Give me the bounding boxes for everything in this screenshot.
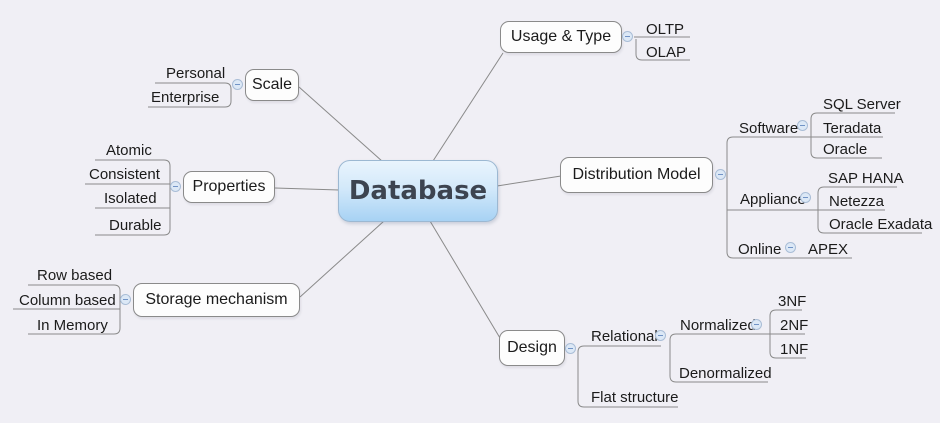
node-atomic[interactable]: Atomic (106, 142, 152, 159)
node-usage-and-type[interactable]: Usage & Type (500, 21, 622, 53)
collapse-icon[interactable] (797, 120, 808, 131)
collapse-icon[interactable] (170, 181, 181, 192)
node-column-based[interactable]: Column based (19, 292, 116, 309)
node-scale[interactable]: Scale (245, 69, 299, 101)
node-personal[interactable]: Personal (166, 65, 226, 82)
node-enterprise[interactable]: Enterprise (151, 89, 220, 106)
minus-glyph (718, 174, 723, 175)
collapse-icon[interactable] (800, 192, 811, 203)
collapse-icon[interactable] (715, 169, 726, 180)
root-node[interactable]: Database (338, 160, 498, 222)
node-software[interactable]: Software (739, 120, 799, 137)
node-appliance[interactable]: Appliance (740, 191, 806, 208)
node-1nf[interactable]: 1NF (780, 341, 809, 358)
minus-glyph (173, 186, 178, 187)
collapse-icon[interactable] (565, 343, 576, 354)
collapse-icon[interactable] (655, 330, 666, 341)
node-scale-label: Scale (251, 76, 293, 93)
collapse-icon[interactable] (751, 319, 762, 330)
node-isolated[interactable]: Isolated (104, 190, 157, 207)
collapse-icon[interactable] (232, 79, 243, 90)
minus-glyph (788, 247, 793, 248)
node-teradata[interactable]: Teradata (823, 120, 882, 137)
node-netezza[interactable]: Netezza (829, 193, 885, 210)
connector-group (13, 36, 922, 408)
node-sql-server[interactable]: SQL Server (823, 96, 901, 113)
minus-glyph (800, 125, 805, 126)
node-design[interactable]: Design (499, 330, 565, 366)
collapse-icon[interactable] (622, 31, 633, 42)
node-sap-hana[interactable]: SAP HANA (828, 170, 904, 187)
node-2nf[interactable]: 2NF (780, 317, 809, 334)
node-distribution-model[interactable]: Distribution Model (560, 157, 713, 193)
collapse-icon[interactable] (120, 294, 131, 305)
node-relational[interactable]: Relational (591, 328, 658, 345)
node-oltp[interactable]: OLTP (646, 21, 685, 38)
node-storage-mechanism-label: Storage mechanism (145, 291, 288, 308)
node-online[interactable]: Online (738, 241, 782, 258)
minus-glyph (123, 299, 128, 300)
node-distribution-model-label: Distribution Model (572, 166, 701, 183)
node-normalized[interactable]: Normalized (680, 317, 756, 334)
node-usage-and-type-label: Usage & Type (510, 28, 612, 45)
minus-glyph (754, 324, 759, 325)
minus-glyph (658, 335, 663, 336)
node-in-memory[interactable]: In Memory (37, 317, 108, 334)
node-row-based[interactable]: Row based (37, 267, 113, 284)
root-node-label: Database (348, 176, 488, 206)
node-olap[interactable]: OLAP (646, 44, 687, 61)
node-flat-structure[interactable]: Flat structure (591, 389, 679, 406)
minus-glyph (625, 36, 630, 37)
minus-glyph (235, 84, 240, 85)
node-oracle[interactable]: Oracle (823, 141, 868, 158)
minus-glyph (568, 348, 573, 349)
minus-glyph (803, 197, 808, 198)
node-design-label: Design (507, 339, 557, 356)
node-3nf[interactable]: 3NF (778, 293, 807, 310)
node-denormalized[interactable]: Denormalized (679, 365, 772, 382)
node-apex[interactable]: APEX (808, 241, 849, 258)
collapse-icon[interactable] (785, 242, 796, 253)
node-properties[interactable]: Properties (183, 171, 275, 203)
node-durable[interactable]: Durable (109, 217, 162, 234)
node-consistent[interactable]: Consistent (89, 166, 160, 183)
node-storage-mechanism[interactable]: Storage mechanism (133, 283, 300, 317)
node-oracle-exadata[interactable]: Oracle Exadata (829, 216, 933, 233)
node-properties-label: Properties (192, 178, 266, 195)
